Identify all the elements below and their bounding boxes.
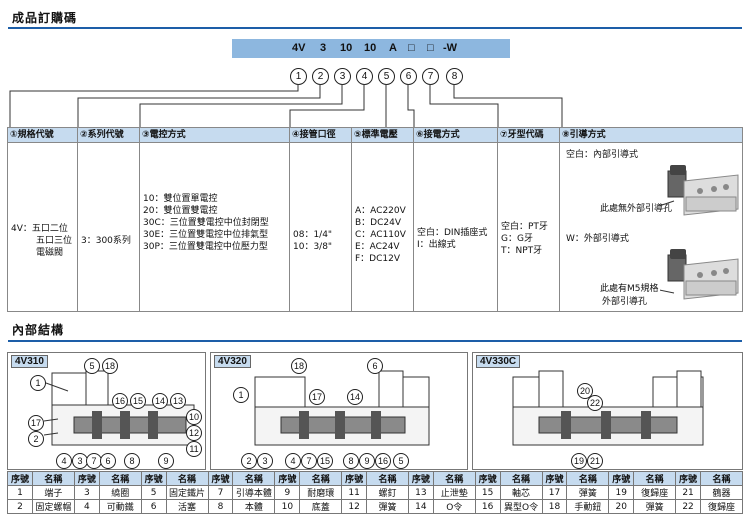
callout: 14 — [152, 393, 168, 409]
code-circle-8: 8 — [446, 68, 463, 85]
code-circle-6: 6 — [400, 68, 417, 85]
callout: 8 — [343, 453, 359, 469]
col-header-5: ⑤標準電壓 — [352, 128, 414, 143]
callout: 9 — [359, 453, 375, 469]
parts-header-row: 序號名稱 序號名稱 序號名稱 序號名稱 序號名稱 序號名稱 序號名稱 序號名稱 … — [7, 471, 743, 486]
callout: 5 — [393, 453, 409, 469]
callout: 12 — [186, 425, 202, 441]
code-part: A — [389, 42, 397, 54]
callout: 20 — [577, 383, 593, 399]
col-header-3: ③電控方式 — [140, 128, 290, 143]
code-circle-1: 1 — [290, 68, 307, 85]
callout: 18 — [102, 358, 118, 374]
code-part: 10 — [340, 42, 353, 54]
callout: 15 — [130, 393, 146, 409]
col-spec: 4V：五口二位 五口三位 電磁閥 — [8, 143, 78, 311]
col-header-2: ②系列代號 — [78, 128, 140, 143]
callout: 8 — [124, 453, 140, 469]
valve-diagram — [512, 370, 704, 446]
parts-table: 序號名稱 序號名稱 序號名稱 序號名稱 序號名稱 序號名稱 序號名稱 序號名稱 … — [7, 471, 743, 514]
callout: 10 — [186, 409, 202, 425]
callout: 15 — [317, 453, 333, 469]
callout: 13 — [170, 393, 186, 409]
valve-diagram — [254, 370, 430, 446]
callout: 17 — [309, 389, 325, 405]
callout: 16 — [375, 453, 391, 469]
col-header-6: ⑥接電方式 — [414, 128, 498, 143]
callout: 14 — [347, 389, 363, 405]
section-title-structure: 內部結構 — [12, 323, 65, 337]
col-voltage: A：AC220V B：DC24V C：AC110V E：AC24V F：DC12… — [352, 143, 414, 311]
col-port: 08：1/4" 10：3/8" — [290, 143, 352, 311]
callout: 9 — [158, 453, 174, 469]
col-pilot: 空白：內部引導式 此處無外部引導孔 W：外部引導式 此處有M5規格 外部引導孔 — [560, 143, 742, 311]
code-part: □ — [427, 42, 434, 54]
code-part: 4V — [292, 42, 306, 54]
callout: 17 — [28, 415, 44, 431]
callout: 6 — [367, 358, 383, 374]
callout: 18 — [291, 358, 307, 374]
col-header-8: ⑧引導方式 — [560, 128, 742, 143]
callout: 21 — [587, 453, 603, 469]
structure-panel-4v330c: 4V330C 20 22 19 21 — [472, 352, 743, 470]
section-divider — [8, 340, 742, 342]
spec-table: ①規格代號 ②系列代號 ③電控方式 ④接管口徑 ⑤標準電壓 ⑥接電方式 ⑦牙型代… — [7, 127, 743, 312]
structure-panel-4v310: 4V310 5 18 1 16 15 14 13 17 10 2 12 11 4… — [7, 352, 206, 470]
connector-lines — [9, 84, 563, 127]
callout: 3 — [257, 453, 273, 469]
callout: 2 — [241, 453, 257, 469]
col-wiring: 空白：DIN插座式 I：出線式 — [414, 143, 498, 311]
code-circle-5: 5 — [378, 68, 395, 85]
callout: 2 — [28, 431, 44, 447]
code-circle-3: 3 — [334, 68, 351, 85]
structure-panel-4v320: 4V320 18 6 1 17 14 2 3 4 7 15 8 9 16 5 — [210, 352, 468, 470]
col-header-7: ⑦牙型代碼 — [498, 128, 560, 143]
col-control: 10：雙位置單電控 20：雙位置雙電控 30C：三位置雙電控中位封閉型 30E：… — [140, 143, 290, 311]
valve-image-external — [660, 249, 739, 300]
valve-diagram — [43, 370, 195, 446]
order-code-bar: 4V 3 10 10 A □ □ -W — [232, 39, 510, 58]
callout: 1 — [233, 387, 249, 403]
callout: 11 — [186, 441, 202, 457]
callout: 4 — [285, 453, 301, 469]
code-circle-7: 7 — [422, 68, 439, 85]
callout: 5 — [84, 358, 100, 374]
callout: 16 — [112, 393, 128, 409]
section-title-ordering: 成品訂購碼 — [12, 11, 78, 25]
code-circle-4: 4 — [356, 68, 373, 85]
col-series: 3：300系列 — [78, 143, 140, 311]
callout: 7 — [301, 453, 317, 469]
section-divider — [8, 27, 742, 29]
col-header-1: ①規格代號 — [8, 128, 78, 143]
callout: 1 — [30, 375, 46, 391]
code-part: 10 — [364, 42, 377, 54]
callout: 4 — [56, 453, 72, 469]
code-part: □ — [408, 42, 415, 54]
col-thread: 空白：PT牙 G：G牙 T：NPT牙 — [498, 143, 560, 311]
code-circle-2: 2 — [312, 68, 329, 85]
callout: 22 — [587, 395, 603, 411]
callout: 6 — [100, 453, 116, 469]
valve-image-internal — [660, 165, 739, 216]
callout: 19 — [571, 453, 587, 469]
code-part: -W — [443, 42, 458, 54]
col-header-4: ④接管口徑 — [290, 128, 352, 143]
code-part: 3 — [320, 42, 327, 54]
